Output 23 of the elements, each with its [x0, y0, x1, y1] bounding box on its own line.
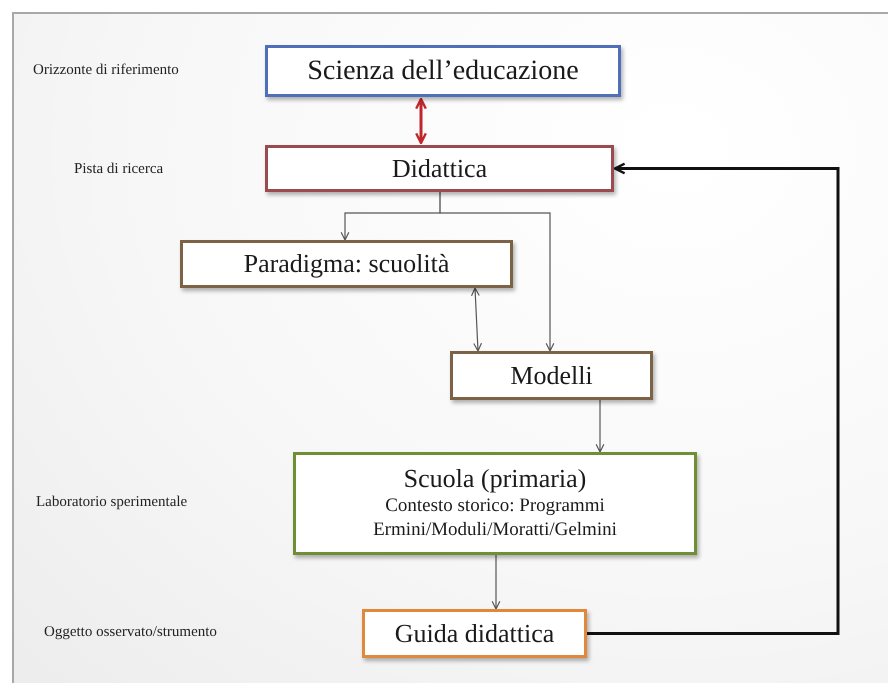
process-box — [180, 240, 513, 288]
arrow — [492, 555, 500, 610]
box-title: Didattica — [392, 154, 488, 184]
box-description: Contesto storico: Programmi Ermini/Moduli/Moratti/Gelmini — [372, 494, 618, 542]
process-box — [265, 145, 614, 192]
arrow — [587, 162, 840, 635]
arrow — [596, 400, 604, 453]
arrow — [470, 287, 482, 352]
process-box — [293, 452, 697, 555]
process-box — [265, 45, 621, 97]
box-title: Scienza dell’educazione — [307, 54, 579, 88]
arrow — [415, 98, 427, 144]
box-title: Scuola (primaria) — [404, 464, 586, 494]
box-title: Paradigma: scuolità — [244, 249, 450, 279]
process-box — [362, 609, 587, 658]
box-title: Modelli — [510, 360, 593, 390]
row-label: Orizzonte di riferimento — [33, 62, 179, 79]
box-title: Guida didattica — [394, 618, 554, 648]
row-label: Oggetto osservato/strumento — [44, 624, 217, 641]
arrow — [439, 192, 554, 352]
row-label: Laboratorio sperimentale — [36, 494, 188, 511]
process-box — [450, 351, 653, 400]
row-label: Pista di ricerca — [74, 161, 164, 178]
